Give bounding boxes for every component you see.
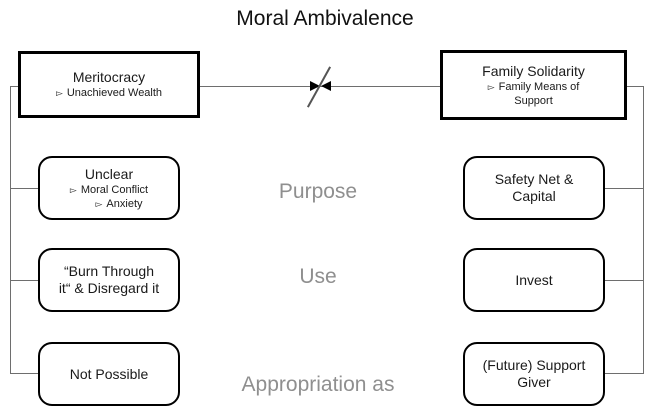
box-family-solidarity-title: Family Solidarity bbox=[482, 62, 585, 79]
box-invest-text: Invest bbox=[515, 271, 553, 288]
connector-left-row1 bbox=[10, 86, 19, 87]
connector-right-rail bbox=[643, 86, 644, 374]
arrowhead-bullet-icon: ▻ bbox=[95, 198, 103, 209]
arrow-right-icon bbox=[310, 81, 320, 91]
connector-right-row3 bbox=[605, 280, 643, 281]
row-label-use: Use bbox=[299, 265, 337, 288]
box-future-support-giver: (Future) Support Giver bbox=[463, 342, 605, 406]
box-safety-net: Safety Net & Capital bbox=[463, 156, 605, 220]
box-unclear-title: Unclear bbox=[84, 165, 134, 182]
connector-right-row1 bbox=[627, 86, 643, 87]
row-label-purpose: Purpose bbox=[278, 180, 358, 203]
box-burn-through: “Burn Through it“ & Disregard it bbox=[38, 248, 180, 312]
box-meritocracy: Meritocracy ▻Unachieved Wealth bbox=[18, 51, 200, 118]
box-unclear-bullet-1: ▻Moral Conflict bbox=[70, 183, 148, 197]
connector-left-row3 bbox=[10, 280, 38, 281]
connector-left-row4 bbox=[10, 373, 38, 374]
box-not-possible: Not Possible bbox=[38, 342, 180, 406]
bullet-text: Moral Conflict bbox=[80, 183, 149, 196]
arrowhead-bullet-icon: ▻ bbox=[487, 81, 495, 92]
box-not-possible-text: Not Possible bbox=[69, 365, 149, 382]
row-label-appropriation: Appropriation as bbox=[241, 373, 395, 396]
box-future-support-giver-text: (Future) Support Giver bbox=[482, 357, 586, 390]
arrowhead-bullet-icon: ▻ bbox=[55, 88, 63, 98]
connector-left-rail bbox=[10, 86, 11, 374]
bullet-text: Family Means of Support bbox=[498, 80, 580, 107]
box-meritocracy-title: Meritocracy bbox=[72, 69, 146, 85]
box-family-solidarity: Family Solidarity ▻Family Means of Suppo… bbox=[440, 50, 627, 120]
arrowhead-bullet-icon: ▻ bbox=[69, 184, 77, 195]
connector-right-row4 bbox=[605, 373, 643, 374]
box-family-solidarity-bullet: ▻Family Means of Support bbox=[479, 80, 589, 108]
bullet-text: Unachieved Wealth bbox=[66, 87, 163, 99]
bullet-text: Anxiety bbox=[106, 197, 143, 210]
connector-left-row2 bbox=[10, 188, 38, 189]
box-burn-through-text: “Burn Through it“ & Disregard it bbox=[58, 263, 160, 296]
box-safety-net-text: Safety Net & Capital bbox=[494, 171, 574, 204]
box-meritocracy-bullet: ▻Unachieved Wealth bbox=[56, 86, 162, 100]
arrow-left-icon bbox=[321, 81, 331, 91]
box-unclear-bullet-2: ▻Anxiety bbox=[96, 197, 143, 211]
box-unclear: Unclear ▻Moral Conflict ▻Anxiety bbox=[38, 156, 180, 220]
box-invest: Invest bbox=[463, 248, 605, 312]
page-title: Moral Ambivalence bbox=[236, 7, 414, 30]
connector-right-row2 bbox=[605, 188, 643, 189]
